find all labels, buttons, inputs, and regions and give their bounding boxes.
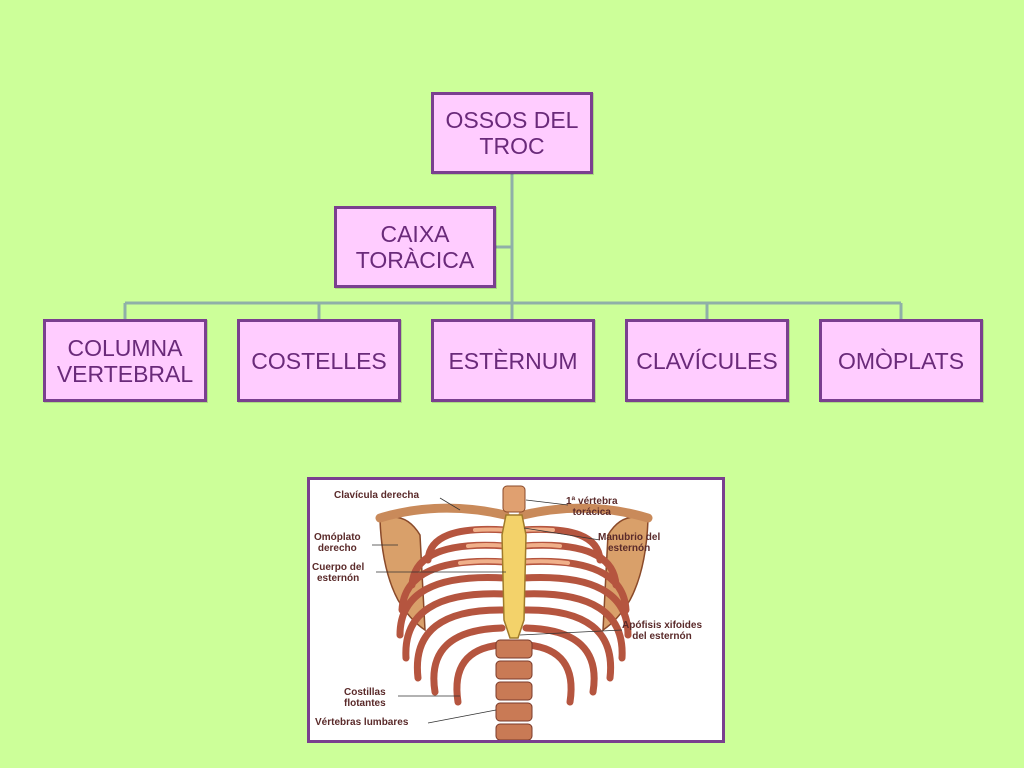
label-apofisis-xifoides: Apófisis xifoides del esternón <box>622 620 703 642</box>
label-cuerpo-del-esternon: Cuerpo del esternón <box>312 562 365 584</box>
node-clavicules: CLAVÍCULES <box>625 319 789 402</box>
sternum-shape <box>501 514 527 639</box>
node-label: CLAVÍCULES <box>636 347 778 374</box>
leader-lines <box>372 497 623 724</box>
spine-group <box>495 485 533 740</box>
node-caixa-toracica: CAIXA TORÀCICA <box>334 206 496 288</box>
node-columna-vertebral: COLUMNA VERTEBRAL <box>43 319 207 402</box>
node-costelles: COSTELLES <box>237 319 401 402</box>
right-clavicle-shape <box>375 503 510 523</box>
label-costillas-flotantes: Costillas flotantes <box>344 687 386 709</box>
label-omoplato-derecho: Omóplato derecho <box>314 532 361 554</box>
label-1a-vertebra-toracica: 1ª vértebra torácica <box>566 496 618 518</box>
node-label: COLUMNA VERTEBRAL <box>56 334 194 387</box>
label-vertebras-lumbares: Vértebras lumbares <box>315 717 409 728</box>
label-clavicula-derecha: Clavícula derecha <box>334 490 420 501</box>
node-label: OSSOS DEL TROC <box>445 107 579 159</box>
label-manubrio-del-esternon: Manubrio del esternón <box>598 532 661 554</box>
node-label: CAIXA TORÀCICA <box>355 221 475 273</box>
rib-cage-drawing <box>372 485 653 740</box>
node-esternum: ESTÈRNUM <box>431 319 595 402</box>
node-ossos-del-troc: OSSOS DEL TROC <box>431 92 593 174</box>
rib-cage-illustration: Clavícula derecha Omóplato derecho Cuerp… <box>307 477 725 743</box>
node-label: OMÒPLATS <box>837 347 965 374</box>
node-omoplats: OMÒPLATS <box>819 319 983 402</box>
node-label: ESTÈRNUM <box>448 347 578 374</box>
ribs-group <box>396 525 632 706</box>
left-clavicle-shape <box>518 503 653 523</box>
node-label: COSTELLES <box>251 347 387 374</box>
